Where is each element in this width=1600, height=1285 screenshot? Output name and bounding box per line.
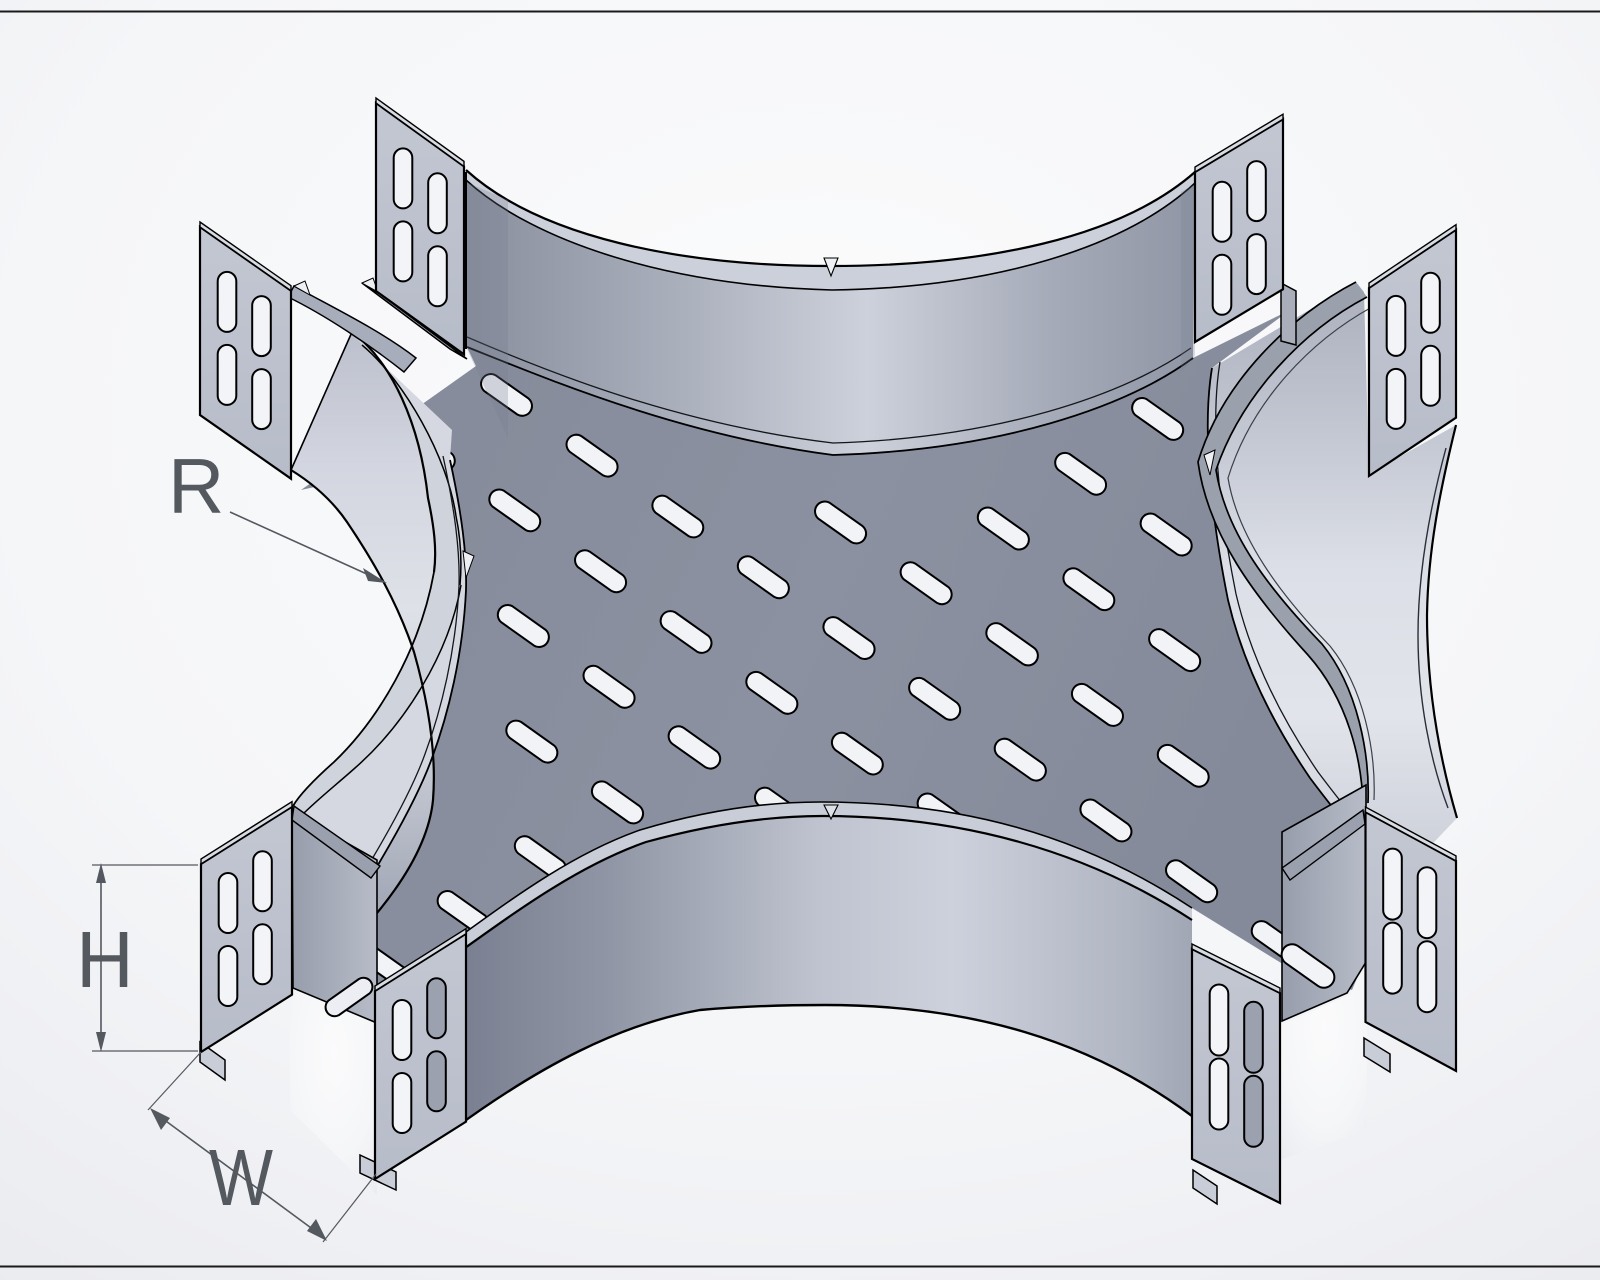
svg-text:H: H — [76, 915, 134, 1004]
svg-text:R: R — [168, 442, 224, 530]
svg-text:W: W — [209, 1133, 273, 1222]
